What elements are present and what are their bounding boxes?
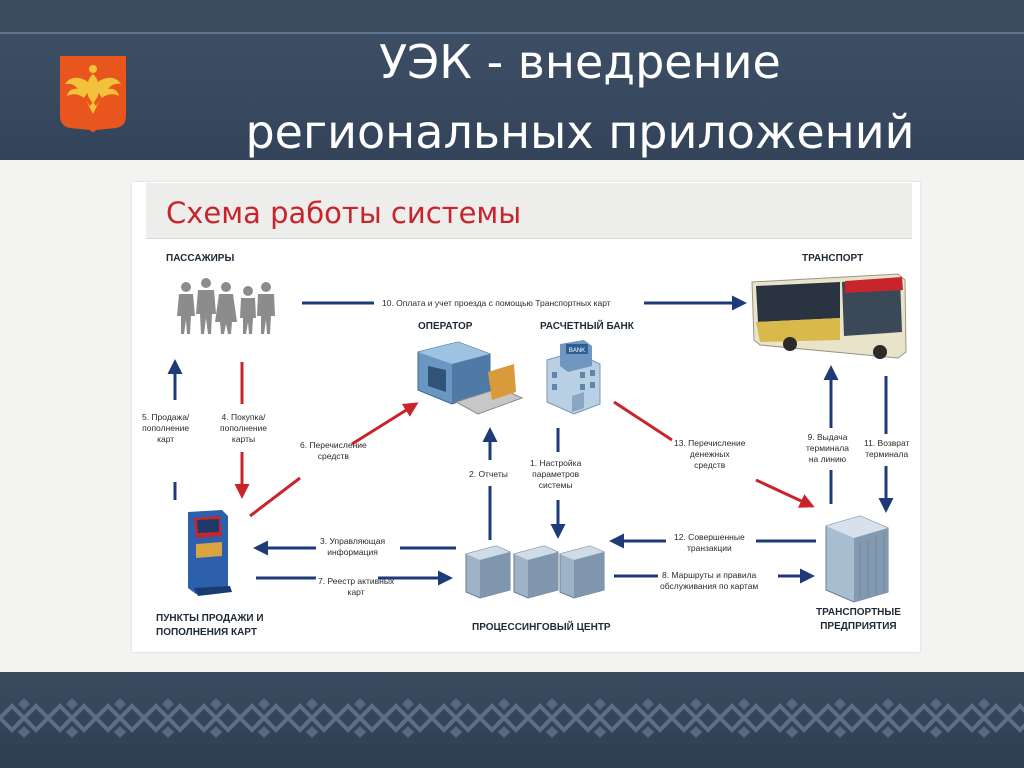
edge-label-12-line2: транзакции — [686, 543, 732, 553]
header-top-strip — [0, 0, 1024, 32]
edge-label-7-line2: карт — [347, 587, 365, 597]
edge-label-1-line1: 1. Настройка — [530, 458, 582, 468]
node-transport-companies-line1: ТРАНСПОРТНЫЕ — [816, 607, 901, 618]
node-bank: РАСЧЕТНЫЙ БАНК — [540, 321, 634, 332]
arrow-13 — [613, 400, 673, 442]
edge-label-9-line3: на линию — [808, 454, 847, 464]
edge-label-12-line1: 12. Совершенные — [674, 532, 745, 542]
edge-label-11-line2: терминала — [865, 449, 909, 459]
edge-label-4: 4. Покупка/ пополнение карты — [220, 412, 267, 445]
slide-title-line2: региональных приложений — [245, 105, 915, 159]
bank-sign: BANK — [569, 348, 585, 354]
bus-icon — [751, 273, 907, 359]
edge-label-5-line3: карт — [157, 434, 175, 444]
edge-label-8: 8. Маршруты и правила обслуживания по ка… — [660, 570, 758, 592]
komi-emblem-icon — [60, 56, 126, 132]
edge-label-3-line1: 3. Управляющая — [320, 536, 386, 546]
node-sales-points-line2: ПОПОЛНЕНИЯ КАРТ — [156, 627, 257, 638]
node-passengers: ПАССАЖИРЫ — [166, 253, 235, 264]
edge-label-3: 3. Управляющая информация — [320, 536, 385, 558]
edge-label-5-line1: 5. Продажа/ — [142, 412, 190, 422]
edge-label-4-line2: пополнение — [220, 423, 268, 433]
diagram-header-band — [146, 183, 912, 239]
edge-label-12: 12. Совершенные транзакции — [674, 532, 745, 554]
edge-label-8-line2: обслуживания по картам — [660, 581, 759, 591]
bank-building-icon: BANK — [546, 340, 601, 415]
node-transport: ТРАНСПОРТ — [802, 253, 864, 264]
edge-label-7-line1: 7. Реестр активных — [318, 576, 395, 586]
transport-company-icon — [825, 515, 889, 603]
edge-label-4-line3: карты — [231, 434, 256, 444]
node-operator: ОПЕРАТОР — [418, 321, 473, 332]
header-divider — [0, 32, 1024, 34]
node-transport-companies: ТРАНСПОРТНЫЕ ПРЕДПРИЯТИЯ — [816, 606, 901, 634]
edge-label-8-line1: 8. Маршруты и правила — [662, 570, 757, 580]
edge-label-13: 13. Перечисление денежных средств — [674, 438, 745, 471]
edge-label-11-line1: 11. Возврат — [864, 438, 910, 448]
edge-label-1-line2: параметров — [532, 469, 580, 479]
edge-label-9-line2: терминала — [806, 443, 849, 453]
edge-label-10: 10. Оплата и учет проезда с помощью Тран… — [382, 298, 611, 308]
diagram-title: Схема работы системы — [166, 196, 522, 230]
edge-label-13-line3: средств — [694, 460, 726, 470]
edge-label-9-line1: 9. Выдача — [807, 432, 848, 442]
node-transport-companies-line2: ПРЕДПРИЯТИЯ — [820, 621, 897, 632]
edge-label-5: 5. Продажа/ пополнение карт — [142, 412, 189, 445]
node-sales-points-line1: ПУНКТЫ ПРОДАЖИ И — [156, 613, 264, 624]
edge-label-13-line1: 13. Перечисление — [674, 438, 746, 448]
ornament-pattern-icon — [0, 694, 1024, 742]
node-processing-center: ПРОЦЕССИНГОВЫЙ ЦЕНТР — [472, 622, 611, 633]
kiosk-icon — [188, 510, 232, 596]
edge-label-9: 9. Выдача терминала на линию — [806, 432, 849, 465]
edge-label-5-line2: пополнение — [142, 423, 190, 433]
edge-label-3-line2: информация — [327, 547, 378, 557]
edge-label-7: 7. Реестр активных карт — [318, 576, 394, 598]
edge-label-6-line1: 6. Перечисление — [300, 440, 367, 450]
edge-label-13-line2: денежных — [689, 449, 730, 459]
edge-label-1: 1. Настройка параметров системы — [530, 458, 581, 491]
arrow-6 — [249, 476, 301, 518]
operator-icon — [417, 341, 524, 415]
passengers-icon — [177, 278, 275, 334]
node-sales-points: ПУНКТЫ ПРОДАЖИ И ПОПОЛНЕНИЯ КАРТ — [156, 612, 264, 640]
edge-label-6: 6. Перечисление средств — [300, 440, 367, 462]
edge-label-6-line2: средств — [317, 451, 349, 461]
edge-label-1-line3: системы — [538, 480, 573, 490]
slide-title-line1: УЭК - внедрение — [379, 35, 781, 89]
servers-icon — [465, 545, 605, 599]
edge-label-4-line1: 4. Покупка/ — [221, 412, 266, 422]
edge-label-11: 11. Возврат терминала — [864, 438, 909, 460]
edge-label-2: 2. Отчеты — [469, 469, 508, 479]
